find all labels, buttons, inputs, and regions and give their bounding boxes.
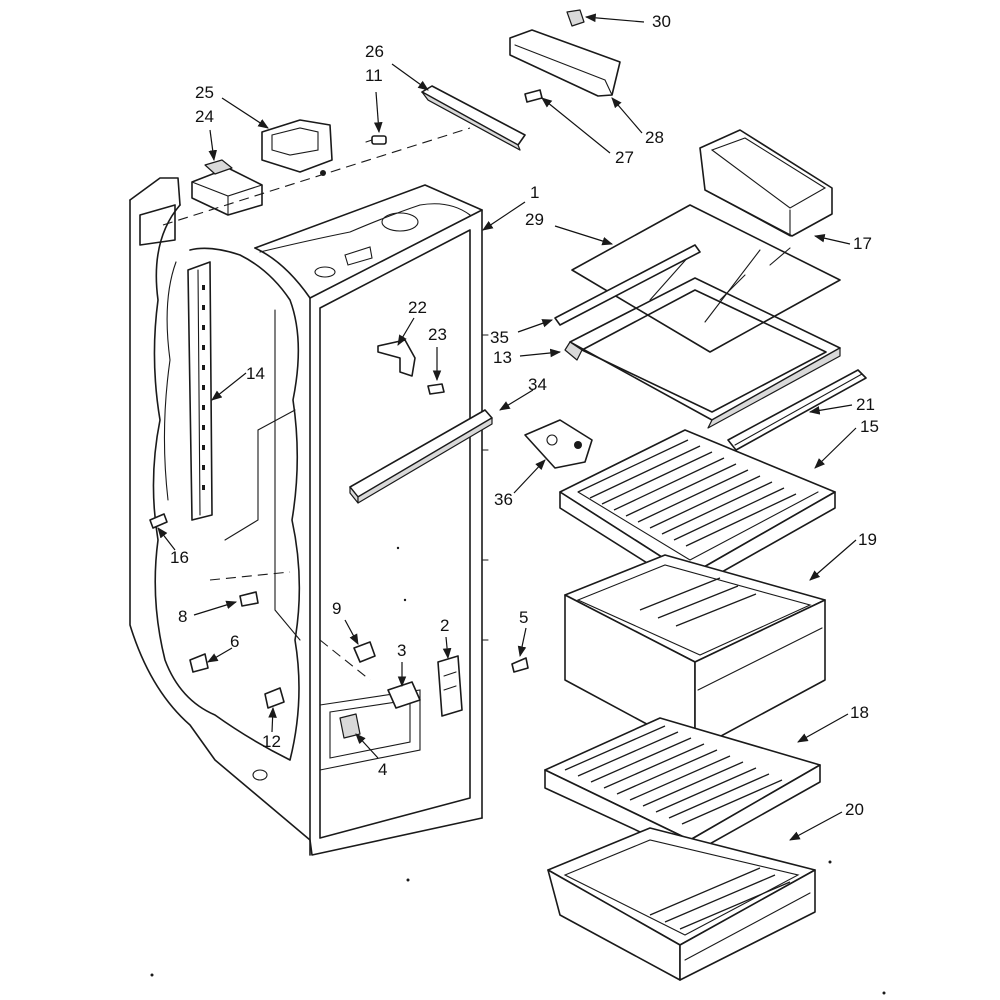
- bracket-22: [377, 339, 416, 377]
- part-number-18: 18: [850, 703, 869, 722]
- part-number-26: 26: [365, 42, 384, 61]
- callout-arrow-22: [397, 317, 415, 346]
- part-number-12: 12: [262, 732, 281, 751]
- shelf-frame-13: [564, 277, 841, 429]
- callout-arrow-28: [611, 97, 643, 134]
- part-number-23: 23: [428, 325, 447, 344]
- part-number-2: 2: [440, 616, 449, 635]
- part-number-29: 29: [525, 210, 544, 229]
- bracket-36: [524, 419, 593, 469]
- print-specks: [150, 546, 886, 995]
- shelf-ladder: [187, 261, 213, 521]
- assembly-line: [319, 639, 371, 681]
- meat-pan-20: [547, 827, 816, 981]
- part-number-21: 21: [856, 395, 875, 414]
- callout-arrow-36: [513, 459, 546, 494]
- callout-arrow-29: [554, 225, 614, 246]
- clip-30: [566, 9, 585, 27]
- part-number-20: 20: [845, 800, 864, 819]
- screw-5: [511, 657, 529, 673]
- callout-arrow-5: [517, 627, 527, 658]
- screw-11: [365, 135, 387, 145]
- part-number-15: 15: [860, 417, 879, 436]
- part-number-19: 19: [858, 530, 877, 549]
- callout-arrow-19: [809, 539, 857, 581]
- callout-arrow-25: [221, 97, 269, 129]
- bracket-2: [437, 655, 463, 717]
- part-number-8: 8: [178, 607, 187, 626]
- callout-arrow-27: [541, 97, 611, 154]
- crisper-cover-18: [544, 717, 821, 856]
- part-number-36: 36: [494, 490, 513, 509]
- control-bracket-25: [261, 119, 333, 176]
- part-number-34: 34: [528, 375, 547, 394]
- shelf-rail-34: [349, 409, 493, 504]
- screw-16: [149, 513, 168, 529]
- callout-arrow-11: [373, 91, 383, 134]
- light-shield-28: [509, 29, 621, 97]
- rail-26: [421, 85, 526, 151]
- callout-arrow-15: [814, 427, 857, 469]
- callout-arrow-35: [517, 319, 554, 333]
- callout-arrow-17: [813, 233, 851, 245]
- part-number-4: 4: [378, 760, 387, 779]
- callout-arrow-13: [519, 348, 562, 358]
- part-number-25: 25: [195, 83, 214, 102]
- screw-27: [524, 89, 543, 103]
- callout-arrow-21: [808, 404, 853, 415]
- bracket-3: [387, 681, 421, 709]
- stud-12: [264, 687, 285, 709]
- callout-arrow-12: [268, 706, 277, 733]
- part-number-9: 9: [332, 599, 341, 618]
- part-number-1: 1: [530, 183, 539, 202]
- callout-arrow-6: [207, 647, 233, 663]
- callout-arrow-16: [157, 527, 176, 551]
- part-number-27: 27: [615, 148, 634, 167]
- part-number-35: 35: [490, 328, 509, 347]
- callout-arrow-30: [584, 13, 645, 23]
- part-number-28: 28: [645, 128, 664, 147]
- part-number-24: 24: [195, 107, 214, 126]
- assembly-line: [209, 571, 291, 581]
- screw-23: [427, 383, 445, 395]
- callout-arrow-18: [797, 713, 849, 743]
- callout-arrow-14: [211, 372, 247, 401]
- door-bin-17: [699, 129, 833, 237]
- control-housing-24: [191, 159, 263, 216]
- part-number-16: 16: [170, 548, 189, 567]
- callout-arrow-2: [442, 636, 452, 660]
- part-number-14: 14: [246, 364, 265, 383]
- screw-8: [239, 591, 259, 607]
- part-number-30: 30: [652, 12, 671, 31]
- callout-arrow-9: [344, 619, 359, 645]
- callout-arrow-20: [789, 811, 843, 841]
- callout-arrow-26: [391, 63, 429, 91]
- part-number-3: 3: [397, 641, 406, 660]
- part-number-5: 5: [519, 608, 528, 627]
- trim-21: [727, 369, 867, 451]
- part-number-17: 17: [853, 234, 872, 253]
- assembly-line: [162, 127, 471, 226]
- cabinet-liner: [129, 177, 489, 856]
- callout-arrow-8: [193, 600, 238, 616]
- crisper-drawer-19: [564, 554, 826, 751]
- callout-arrow-1: [482, 201, 526, 231]
- part-number-6: 6: [230, 632, 239, 651]
- part-number-13: 13: [493, 348, 512, 367]
- part-number-22: 22: [408, 298, 427, 317]
- callout-arrow-4: [355, 733, 379, 759]
- stud-9: [353, 641, 376, 663]
- clip-6: [189, 653, 209, 673]
- rail-35: [554, 244, 701, 326]
- callout-arrow-34: [499, 389, 534, 411]
- part-number-11: 11: [365, 66, 383, 85]
- callout-arrow-24: [208, 129, 217, 162]
